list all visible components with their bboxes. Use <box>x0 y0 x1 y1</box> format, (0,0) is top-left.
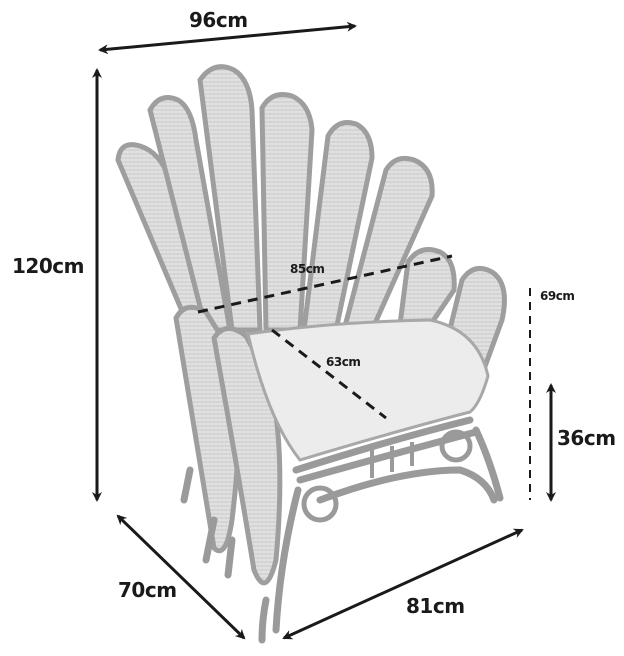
chair-back-petals <box>115 64 507 383</box>
back-width-label: 85cm <box>290 262 325 276</box>
width-top-label: 96cm <box>189 8 248 32</box>
dashed-measure-lines <box>197 254 531 500</box>
seat-depth-dashed <box>271 328 387 420</box>
front-width-arrow <box>282 528 524 640</box>
back-width-dashed <box>197 254 453 314</box>
seat-cushion <box>246 318 490 462</box>
seat-height-label: 36cm <box>557 426 616 450</box>
chair-decorative-rings <box>301 429 473 523</box>
width-top-arrow <box>98 21 357 55</box>
depth-label: 70cm <box>118 578 177 602</box>
dimension-lines <box>92 21 556 640</box>
back-height-label: 69cm <box>540 289 575 303</box>
front-width-label: 81cm <box>406 594 465 618</box>
depth-arrow <box>116 514 246 640</box>
seat-depth-label: 63cm <box>326 355 361 369</box>
height-total-label: 120cm <box>12 254 84 278</box>
